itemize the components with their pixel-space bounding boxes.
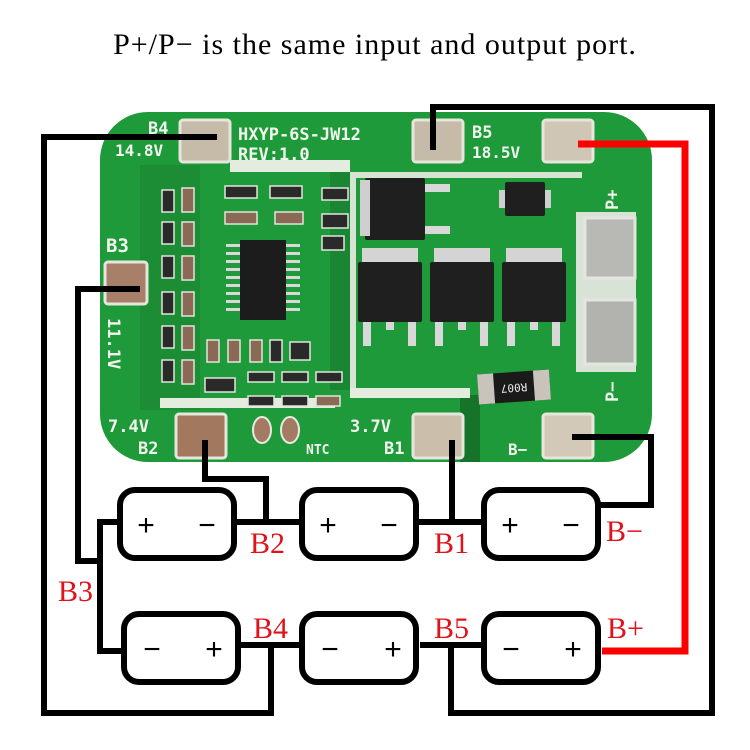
cell-top-3-left: + bbox=[501, 509, 519, 542]
cell-top-1-right: − bbox=[198, 509, 216, 542]
silk-b4-voltage: 14.8V bbox=[115, 141, 164, 160]
wire-b3-cells bbox=[97, 519, 122, 654]
node-labels: B2 B1 B− B3 B4 B5 B+ bbox=[58, 515, 644, 645]
ntc-pad bbox=[252, 416, 272, 444]
wire-b2 bbox=[202, 440, 269, 522]
label-b5: B5 bbox=[434, 612, 469, 645]
silk-ntc-label: NTC bbox=[306, 443, 329, 458]
cell-bottom-3 bbox=[481, 611, 601, 685]
pad-p-plus bbox=[583, 216, 637, 280]
wire-b-minus bbox=[572, 434, 654, 508]
label-b2: B2 bbox=[250, 527, 285, 560]
smd-components bbox=[161, 185, 349, 407]
label-b4: B4 bbox=[253, 612, 288, 645]
pad-b2 bbox=[174, 412, 228, 460]
pcb-trace-region bbox=[460, 395, 480, 462]
pcb-silk-strip bbox=[350, 172, 582, 178]
cell-bottom-2 bbox=[299, 611, 419, 685]
silk-b-minus-label: B− bbox=[508, 440, 528, 459]
cell-top-3-right: − bbox=[562, 509, 580, 542]
cell-top-2 bbox=[299, 487, 419, 561]
cell-bottom-1 bbox=[121, 611, 241, 685]
cell-signs: + − + − + − − + − + − + bbox=[137, 509, 582, 666]
pad-b5-wire bbox=[411, 118, 465, 164]
wire-b-plus bbox=[578, 140, 689, 655]
cell-top-1-left: + bbox=[137, 509, 155, 542]
board-model: HXYP-6S-JW12 bbox=[238, 125, 361, 145]
diode bbox=[499, 182, 551, 216]
label-b-minus: B− bbox=[606, 515, 643, 548]
cell-bottom-1-right: + bbox=[205, 633, 223, 666]
mosfet-top bbox=[360, 178, 450, 240]
pad-p-minus bbox=[583, 298, 637, 366]
wire-b3 bbox=[75, 286, 140, 564]
cell-bottom-2-right: + bbox=[384, 633, 402, 666]
cell-bottom-3-left: − bbox=[502, 633, 520, 666]
cell-bottom-3-right: + bbox=[564, 633, 582, 666]
board-revision: REV:1.0 bbox=[238, 145, 310, 165]
cell-top-2-right: − bbox=[380, 509, 398, 542]
wire-b5 bbox=[430, 104, 715, 716]
silk-b1-label: B1 bbox=[384, 439, 404, 459]
pcb-silk-strip bbox=[230, 160, 350, 172]
mosfet-1 bbox=[358, 248, 422, 346]
cell-bottom-2-left: − bbox=[321, 633, 339, 666]
battery-cells bbox=[117, 487, 601, 685]
silk-b5-label: B5 bbox=[472, 123, 492, 143]
label-b1: B1 bbox=[434, 527, 469, 560]
silk-b5-voltage: 18.5V bbox=[472, 143, 521, 162]
cell-top-3 bbox=[481, 487, 601, 561]
ntc-pad bbox=[280, 416, 300, 444]
silk-b2-label: B2 bbox=[138, 439, 158, 459]
pcb-silk-strip bbox=[350, 388, 470, 398]
silk-p-minus-label: P− bbox=[603, 382, 623, 402]
silk-b3-voltage: 11.1V bbox=[103, 318, 123, 369]
wire-b4 bbox=[41, 134, 274, 716]
label-b-plus: B+ bbox=[607, 612, 644, 645]
shunt-resistor: R007 bbox=[477, 369, 551, 405]
caption-title: P+/P− is the same input and output port. bbox=[113, 28, 637, 61]
label-b3: B3 bbox=[58, 575, 93, 608]
pad-b3 bbox=[103, 260, 149, 306]
pad-b4 bbox=[178, 118, 232, 164]
cell-top-1 bbox=[117, 487, 237, 561]
black-wires bbox=[41, 104, 715, 716]
pcb-silk-strip bbox=[350, 172, 356, 394]
silk-b3-label: B3 bbox=[106, 235, 129, 257]
protection-ic bbox=[226, 240, 300, 320]
cell-bottom-1-left: − bbox=[143, 633, 161, 666]
silk-b1-voltage: 3.7V bbox=[350, 417, 391, 437]
pad-b1 bbox=[411, 412, 465, 460]
silk-b2-voltage: 7.4V bbox=[108, 417, 149, 437]
shunt-marking: R007 bbox=[500, 380, 527, 395]
mosfet-2 bbox=[430, 248, 494, 346]
pcb-trace-region bbox=[330, 170, 350, 390]
mosfet-3 bbox=[502, 248, 566, 346]
pcb-board: R007 HXYP-6S-JW12 REV:1.0 B4 14.8V B5 18… bbox=[100, 112, 652, 462]
cell-top-2-left: + bbox=[319, 509, 337, 542]
silk-p-plus-label: P+ bbox=[603, 190, 623, 210]
